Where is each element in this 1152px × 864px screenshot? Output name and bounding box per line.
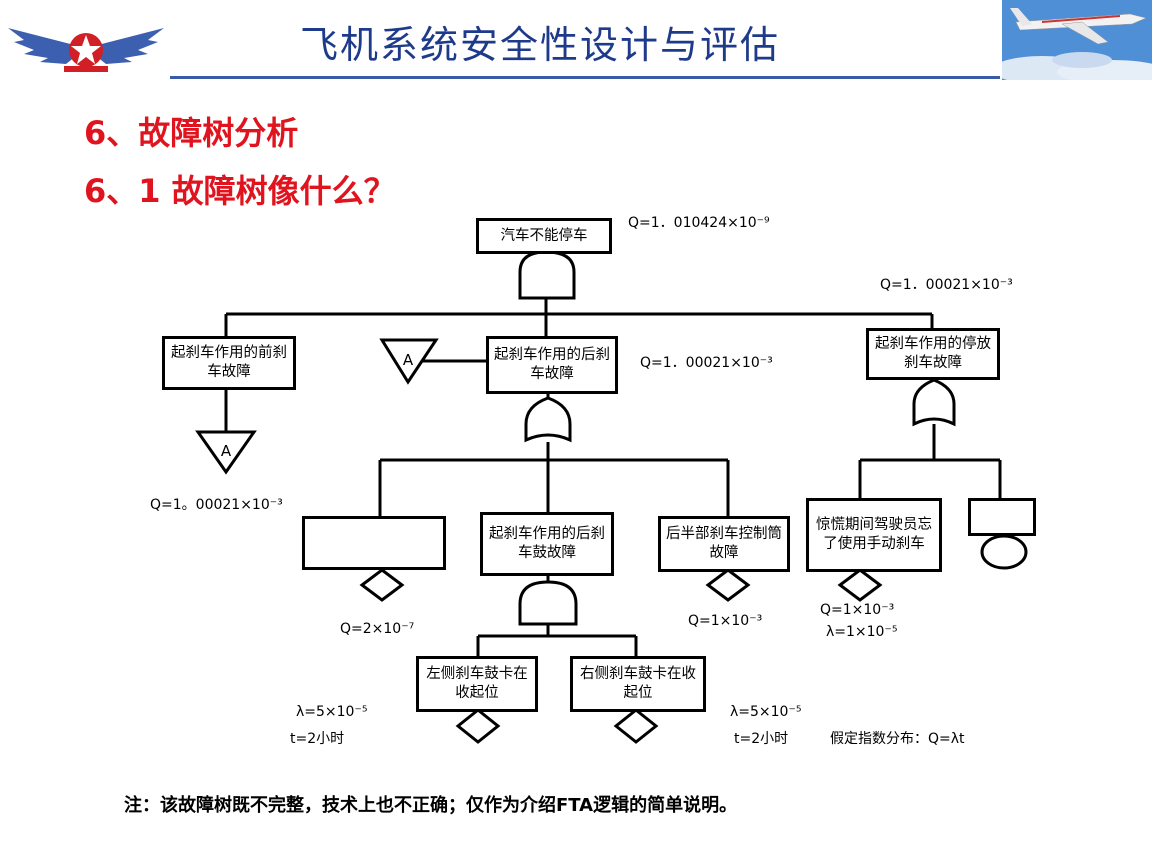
q-control-label: Q=1×10⁻³ xyxy=(688,613,763,629)
q-blank-label: Q=2×10⁻⁷ xyxy=(340,621,415,637)
lambda-right-label: λ=5×10⁻⁵ xyxy=(730,704,802,720)
lambda-left-label: λ=5×10⁻⁵ xyxy=(296,704,368,720)
q-rear-label: Q=1．00021×10⁻³ xyxy=(640,355,773,371)
section-heading: 6、故障树分析 xyxy=(84,114,299,152)
subsection-heading: 6、1 故障树像什么？ xyxy=(84,172,396,210)
undeveloped-event-diamond-icon xyxy=(837,568,883,602)
undeveloped-event-diamond-icon xyxy=(455,708,501,744)
transfer-label: A xyxy=(221,442,232,460)
t-left-label: t=2小时 xyxy=(290,731,345,747)
page-title: 飞机系统安全性设计与评估 xyxy=(300,23,781,67)
wings-star-emblem-icon xyxy=(8,28,164,72)
rear-drum-fault-box: 起刹车作用的后刹车鼓故障 xyxy=(480,512,614,576)
and-gate-icon xyxy=(518,250,576,300)
or-gate-icon xyxy=(912,378,956,427)
and-gate-icon xyxy=(518,580,578,626)
header-rule xyxy=(170,76,1000,79)
t-right-label: t=2小时 xyxy=(734,731,789,747)
rear-half-control-fault-box: 后半部刹车控制筒故障 xyxy=(658,516,790,572)
undeveloped-event-diamond-icon xyxy=(613,708,659,744)
left-drum-stuck-box: 左侧刹车鼓卡在收起位 xyxy=(416,656,538,712)
undeveloped-event-diamond-icon xyxy=(359,568,405,602)
or-gate-icon xyxy=(524,396,572,443)
airliner-in-sky-photo-icon xyxy=(1002,0,1152,80)
blank-event-box-small xyxy=(968,498,1036,536)
top-event-box: 汽车不能停车 xyxy=(476,218,612,254)
basic-event-circle-icon xyxy=(980,534,1028,570)
q-top-label: Q=1．010424×10⁻⁹ xyxy=(628,215,770,231)
q-driver-label: Q=1×10⁻³ xyxy=(820,602,895,618)
front-brake-fault-box: 起刹车作用的前刹车故障 xyxy=(162,336,296,390)
assumption-label: 假定指数分布：Q=λt xyxy=(830,731,965,747)
lambda-driver-label: λ=1×10⁻⁵ xyxy=(826,624,898,640)
q-park-label: Q=1．00021×10⁻³ xyxy=(880,277,1013,293)
transfer-triangle-icon xyxy=(379,338,439,385)
q-front-label: Q=1。00021×10⁻³ xyxy=(150,497,283,513)
transfer-label: A xyxy=(403,351,414,369)
park-brake-fault-box: 起刹车作用的停放刹车故障 xyxy=(866,328,1000,380)
transfer-triangle-icon xyxy=(195,430,257,475)
blank-event-box xyxy=(302,516,446,570)
footnote: 注：该故障树既不完整，技术上也不正确；仅作为介绍FTA逻辑的简单说明。 xyxy=(124,795,738,816)
right-drum-stuck-box: 右侧刹车鼓卡在收起位 xyxy=(570,656,706,712)
rear-brake-fault-box: 起刹车作用的后刹车故障 xyxy=(486,336,618,394)
undeveloped-event-diamond-icon xyxy=(705,568,751,602)
driver-panic-box: 惊慌期间驾驶员忘了使用手动刹车 xyxy=(806,498,942,572)
